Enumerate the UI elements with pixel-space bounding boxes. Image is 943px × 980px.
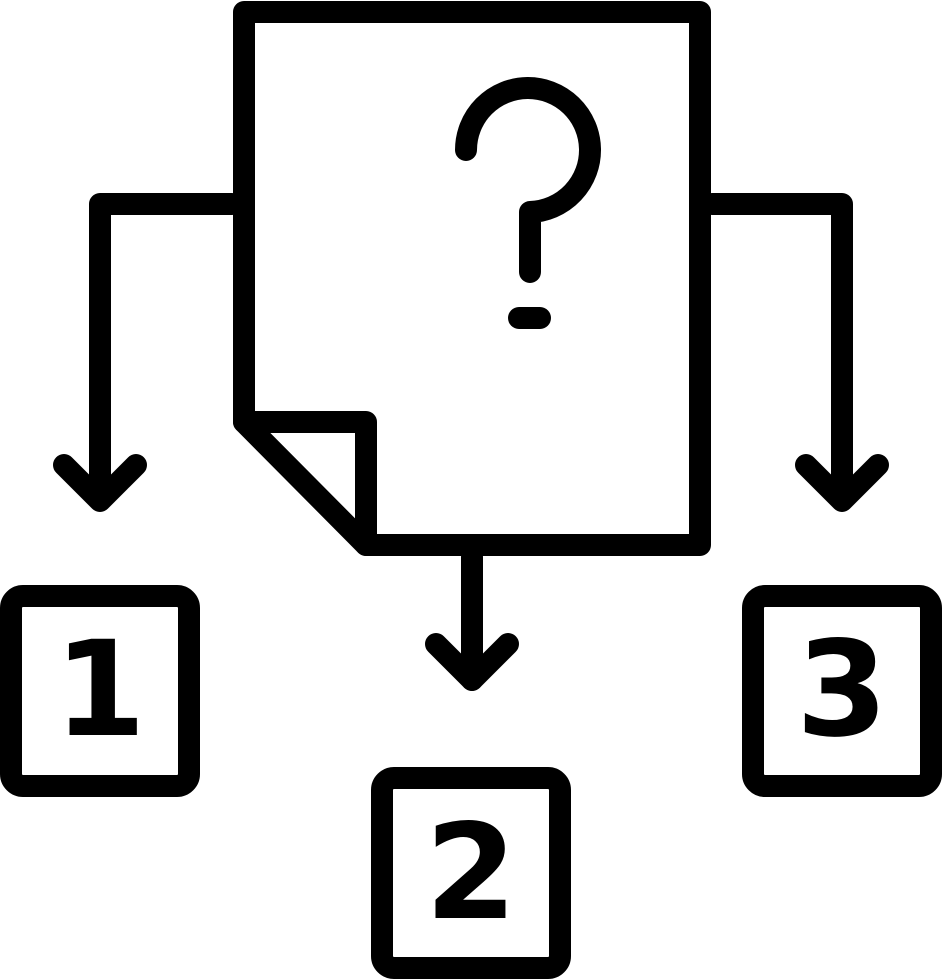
arrow-center-icon	[425, 546, 519, 691]
question-mark-icon	[455, 77, 601, 329]
option-box-3	[742, 585, 942, 797]
option-label-2: 2	[425, 796, 517, 950]
arrow-right-icon	[701, 193, 889, 512]
option-box-1	[0, 585, 200, 797]
document-icon	[233, 1, 711, 556]
option-label-3: 3	[796, 613, 888, 767]
document-corner-fold	[233, 411, 377, 556]
option-label-1: 1	[54, 613, 146, 767]
document-outline	[233, 1, 711, 556]
question-mark-curve	[455, 77, 601, 283]
option-box-2	[371, 767, 571, 979]
arrow-left-icon	[53, 193, 243, 512]
